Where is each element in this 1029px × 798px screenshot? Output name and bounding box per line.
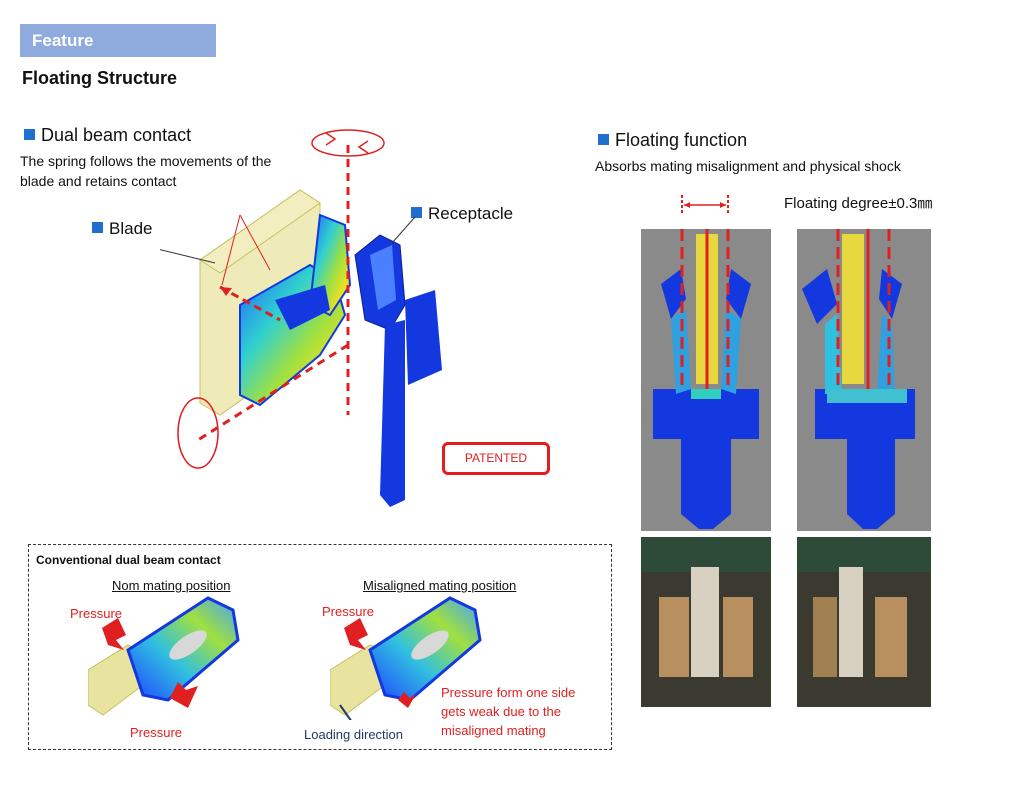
nom-mating-label: Nom mating position (112, 578, 231, 593)
pressure-label-nom-bottom: Pressure (130, 725, 183, 740)
pressure-label-nom-top: Pressure (70, 606, 123, 621)
floating-heading: Floating function (598, 130, 747, 151)
receptacle-label-text: Receptacle (428, 204, 514, 223)
nom-mating-illustration (88, 596, 240, 716)
dual-beam-description-line1: The spring follows the movements of the (20, 153, 272, 169)
bullet-icon (411, 207, 422, 218)
loading-direction-label: Loading direction (304, 727, 404, 742)
bullet-icon (598, 134, 609, 145)
bullet-icon (92, 222, 103, 233)
misaligned-mating-label: Misaligned mating position (363, 578, 517, 593)
page-title: Floating Structure (22, 68, 178, 88)
blade-label-text: Blade (109, 219, 153, 238)
conventional-panel (28, 544, 612, 750)
blade-label: Blade (92, 219, 152, 239)
floating-heading-text: Floating function (615, 130, 748, 150)
bullet-icon (24, 129, 35, 140)
dual-beam-heading: Dual beam contact (24, 125, 191, 146)
patented-badge: PATENTED (442, 442, 550, 475)
pressure-label-misaligned: Pressure (322, 604, 375, 619)
dual-beam-heading-text: Dual beam contact (41, 125, 192, 145)
floating-photo-right (797, 537, 931, 707)
misaligned-note-line3: misaligned mating (441, 723, 546, 738)
misaligned-note: Pressure form one side gets weak due to … (441, 683, 575, 740)
floating-description: Absorbs mating misalignment and physical… (595, 158, 901, 174)
conventional-title: Conventional dual beam contact (36, 553, 221, 567)
misaligned-note-line2: gets weak due to the (441, 704, 561, 719)
floating-photo-left (641, 537, 771, 707)
misaligned-note-line1: Pressure form one side (441, 685, 576, 700)
dual-beam-illustration (160, 129, 442, 507)
floating-degree-label: Floating degree±0.3㎜ (784, 195, 933, 212)
dual-beam-description-line2: blade and retains contact (20, 173, 177, 189)
misaligned-mating-illustration (330, 596, 482, 720)
floating-range-arrow (681, 195, 729, 215)
receptacle-label: Receptacle (411, 204, 513, 224)
feature-tab: Feature (20, 24, 216, 57)
dual-beam-description: The spring follows the movements of the … (20, 151, 271, 191)
floating-simulation-right (797, 229, 931, 531)
floating-simulation-left (641, 229, 771, 531)
